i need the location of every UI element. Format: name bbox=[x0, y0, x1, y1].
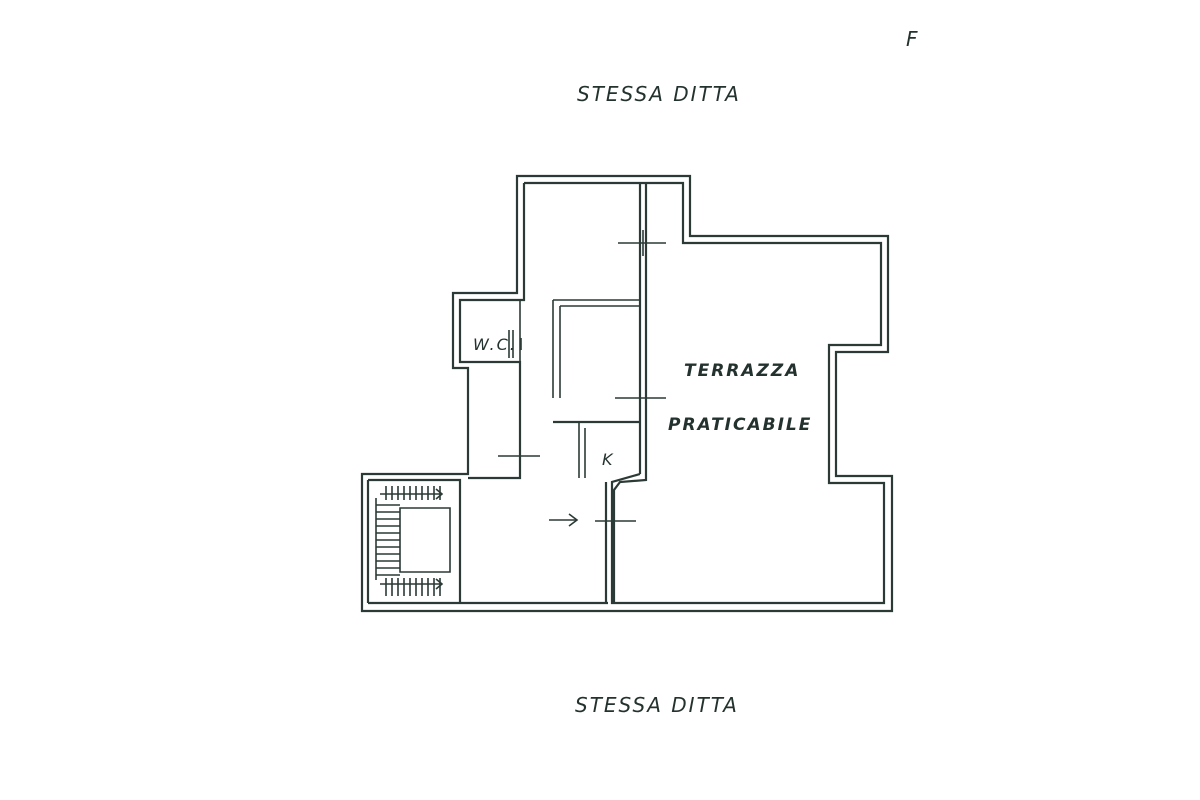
bottom-neighbor-label: STESSA DITTA bbox=[575, 693, 739, 717]
terrace-label-line1: TERRAZZA bbox=[684, 361, 800, 381]
door-marks bbox=[498, 230, 666, 534]
top-neighbor-label: STESSA DITTA bbox=[577, 82, 741, 106]
terrace-partition bbox=[604, 183, 648, 603]
staircase bbox=[368, 478, 462, 603]
interior-walls bbox=[508, 299, 640, 478]
corner-mark: F bbox=[906, 27, 920, 51]
entrance-arrow-icon bbox=[549, 513, 579, 527]
wc-label: W.C. bbox=[473, 335, 517, 354]
kitchen-label: K bbox=[602, 450, 615, 469]
outer-walls bbox=[360, 174, 894, 613]
terrace-label-line2: PRATICABILE bbox=[668, 415, 812, 435]
